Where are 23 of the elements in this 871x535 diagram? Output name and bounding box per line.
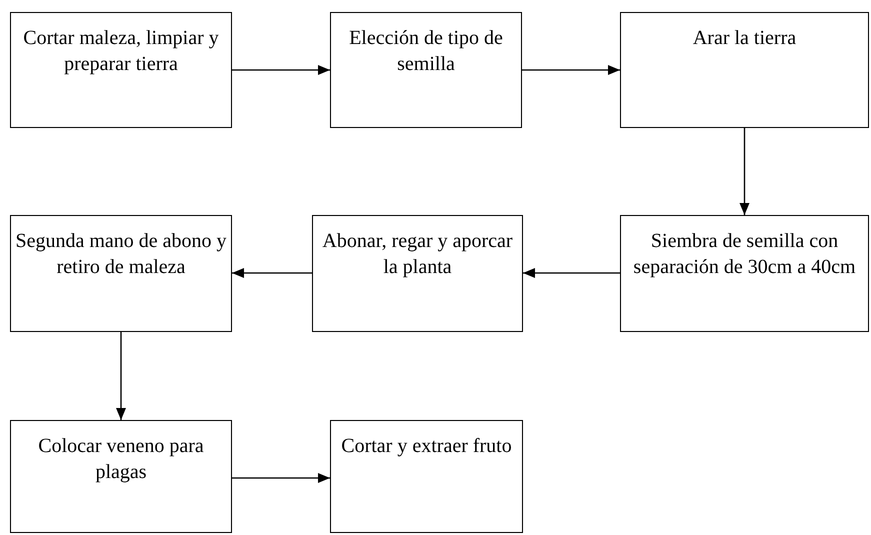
arrow	[232, 65, 330, 75]
step-text: Cortar y extraer fruto	[341, 434, 512, 459]
process-box	[620, 215, 869, 332]
arrow	[232, 473, 330, 483]
arrow	[116, 332, 126, 420]
process-box	[10, 215, 232, 332]
process-box	[10, 12, 232, 128]
arrow	[740, 128, 750, 215]
arrow	[523, 268, 620, 278]
step-text: Abonar, regar y aporcar la planta	[321, 229, 514, 280]
step-text: Colocar veneno para plagas	[37, 434, 205, 485]
process-box	[10, 420, 232, 533]
process-box	[330, 420, 523, 533]
process-box	[330, 12, 522, 128]
arrow	[522, 65, 620, 75]
step-text: Siembra de semilla con separación de 30cm a 40cm	[632, 229, 857, 280]
process-box	[312, 215, 523, 332]
step-text: Segunda mano de abono y retiro de maleza	[15, 229, 227, 280]
step-text: Cortar maleza, limpiar y preparar tierra	[22, 26, 220, 77]
step-text: Arar la tierra	[692, 26, 796, 51]
process-box	[620, 12, 869, 128]
arrow	[232, 268, 312, 278]
step-text: Elección de tipo de semilla	[348, 26, 504, 77]
